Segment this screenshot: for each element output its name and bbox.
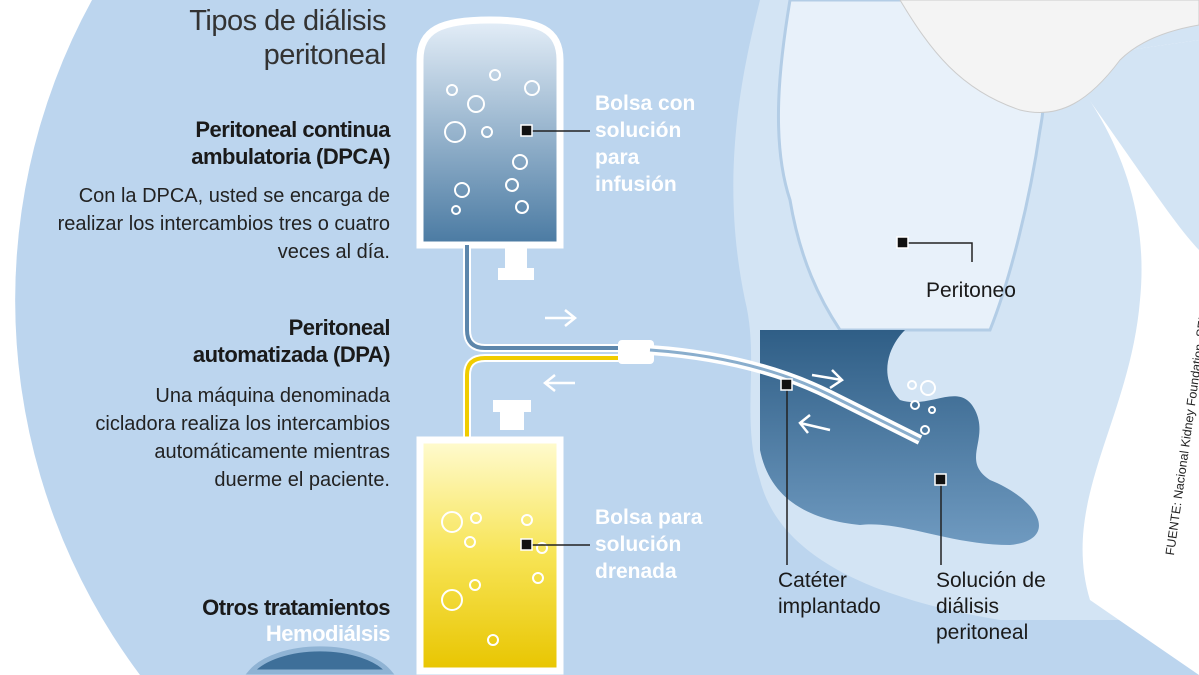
hemodialisis-link[interactable]: Hemodiálsis xyxy=(265,621,391,646)
page-curl xyxy=(899,0,1199,114)
dpa-heading: Peritoneal automatizada (DPA) xyxy=(192,315,391,367)
label-bolsa-drenada: Bolsa para solución drenada xyxy=(595,506,703,583)
dpa-text: Una máquina denominada cicladora realiza… xyxy=(95,385,390,491)
dialysis-fluid xyxy=(760,330,1039,545)
drain-bag xyxy=(416,436,564,675)
hemodialysis-icon xyxy=(245,646,395,675)
otros-heading: Otros tratamientos xyxy=(202,595,390,620)
label-cateter: Catéter implantado xyxy=(778,569,881,618)
dpca-text: Con la DPCA, usted se encarga de realiza… xyxy=(57,185,390,263)
label-bolsa-infusion: Bolsa con solución para infusión xyxy=(595,92,696,196)
flow-arrows xyxy=(542,309,844,434)
infusion-bag xyxy=(416,16,564,249)
page-title: Tipos de diálisis peritoneal xyxy=(189,5,386,71)
label-solucion: Solución de diálisis peritoneal xyxy=(936,569,1046,644)
dpca-heading: Peritoneal continua ambulatoria (DPCA) xyxy=(191,117,390,169)
label-peritoneo: Peritoneo xyxy=(926,279,1016,302)
